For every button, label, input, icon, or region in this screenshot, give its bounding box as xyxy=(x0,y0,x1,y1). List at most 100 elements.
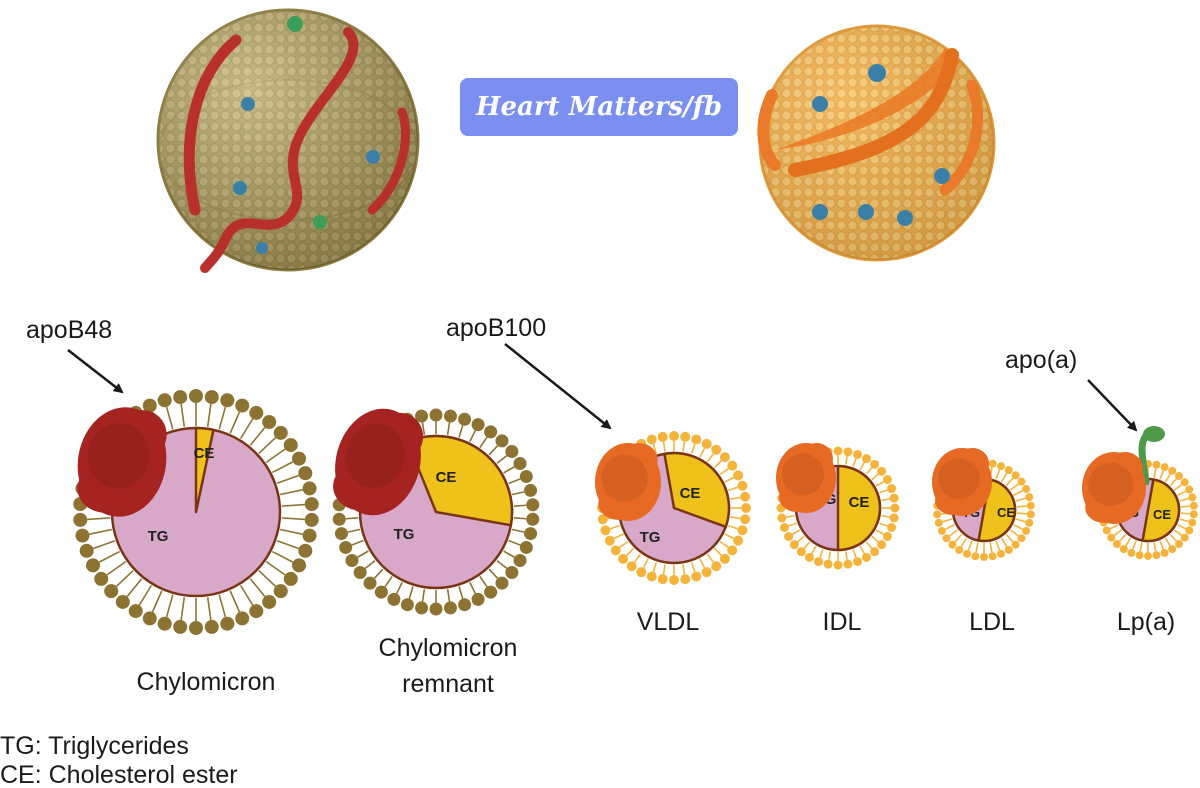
lipid-head xyxy=(495,576,509,590)
lipid-tail xyxy=(1013,523,1023,530)
lipid-tail xyxy=(1125,537,1132,547)
lipid-head xyxy=(94,571,109,586)
lipid-tail xyxy=(408,586,414,599)
lipid-head xyxy=(505,565,519,579)
lipid-head xyxy=(524,527,538,541)
lipid-head xyxy=(157,616,172,631)
lipid-tail xyxy=(249,426,266,446)
apo-lobe xyxy=(118,410,167,460)
lipid-tail xyxy=(945,523,955,530)
lipid-head xyxy=(996,462,1005,471)
lipid-head xyxy=(933,510,942,519)
lipid-head xyxy=(600,525,611,536)
lipid-tail xyxy=(508,539,521,546)
lipid-head xyxy=(1174,472,1183,481)
lipid-head xyxy=(339,540,353,554)
embedded-protein-dots-right xyxy=(812,64,950,226)
ce-label: CE xyxy=(436,469,457,486)
lipid-head xyxy=(996,549,1005,558)
callout-apob48: apoB48 xyxy=(26,316,124,394)
lipid-head xyxy=(104,584,119,599)
lipid-head xyxy=(862,552,871,562)
lipid-head xyxy=(495,434,509,448)
lipid-head xyxy=(298,543,313,558)
apo-lobe xyxy=(598,487,638,520)
lipid-head xyxy=(814,557,824,567)
label-idl: IDL xyxy=(823,608,862,636)
lipid-head xyxy=(823,559,833,569)
lipid-tail xyxy=(1180,505,1190,508)
lipid-head xyxy=(1026,510,1035,519)
lipid-tail xyxy=(249,578,266,598)
lipid-head xyxy=(727,460,738,471)
lipid-tail xyxy=(949,529,959,537)
lipid-head xyxy=(669,575,679,585)
lipid-tail xyxy=(652,444,658,455)
lipid-head xyxy=(1025,518,1034,527)
lipid-head xyxy=(291,558,306,573)
lipid-head xyxy=(740,491,751,502)
lipid-head xyxy=(618,553,629,564)
lipid-tail xyxy=(1016,505,1027,508)
lipid-tail xyxy=(508,478,521,485)
lipid-tail xyxy=(373,568,384,579)
ce-label: CE xyxy=(680,485,701,502)
lipid-tail xyxy=(1177,523,1186,530)
lipid-tail xyxy=(1132,540,1137,550)
lipid-head xyxy=(1102,526,1111,535)
lipid-tail xyxy=(218,406,227,430)
lipid-tail xyxy=(879,489,888,494)
lipid-tail xyxy=(1153,542,1157,552)
callout-apob48-text: apoB48 xyxy=(26,316,112,344)
lipid-tail xyxy=(881,514,890,518)
ce-segment xyxy=(836,464,882,552)
lipid-head xyxy=(870,547,880,557)
lipid-head xyxy=(852,449,862,459)
lipid-head xyxy=(1160,548,1169,557)
apo-a-tip xyxy=(1143,426,1165,442)
lipid-head xyxy=(128,604,143,619)
apolipoprotein-blob xyxy=(77,407,167,517)
lipid-tail xyxy=(713,460,722,469)
lipid-head xyxy=(1180,478,1189,487)
lipid-head xyxy=(415,409,429,423)
lipid-tail xyxy=(503,466,515,474)
ce-label: CE xyxy=(849,494,870,511)
lipid-tail xyxy=(180,403,186,427)
lipid-head xyxy=(862,454,871,464)
lipid-tail xyxy=(1173,484,1182,491)
ce-segment xyxy=(406,434,514,527)
lipid-tail xyxy=(1015,518,1026,523)
lipid-head xyxy=(484,585,498,599)
lipid-head xyxy=(283,571,298,586)
lipid-head xyxy=(680,431,691,442)
lipid-tail xyxy=(280,528,303,535)
lipid-head xyxy=(291,451,306,466)
lipid-head xyxy=(513,457,527,470)
lipid-head xyxy=(597,514,608,525)
callout-apob48-arrow xyxy=(67,349,124,394)
lipid-tail xyxy=(421,422,426,435)
lipid-tail xyxy=(727,486,738,492)
lipid-head xyxy=(484,425,498,439)
apo-lobe xyxy=(621,443,658,479)
apo-shade xyxy=(1088,462,1134,506)
tg-label: TG xyxy=(148,528,169,545)
apolipoprotein-blob xyxy=(333,408,424,516)
lipid-head xyxy=(304,512,319,527)
lipid-head xyxy=(934,518,943,527)
apo-lobe xyxy=(800,443,833,475)
lipid-head xyxy=(1022,485,1031,494)
lipid-tail xyxy=(488,568,499,579)
lipid-head xyxy=(1119,545,1128,554)
lipid-head xyxy=(302,528,317,543)
lipid-tail xyxy=(844,551,848,560)
lipid-tail xyxy=(479,436,488,449)
lipid-head xyxy=(519,540,533,554)
lipid-tail xyxy=(165,406,174,430)
lipid-tail xyxy=(180,597,186,621)
lipid-tail xyxy=(345,517,359,520)
